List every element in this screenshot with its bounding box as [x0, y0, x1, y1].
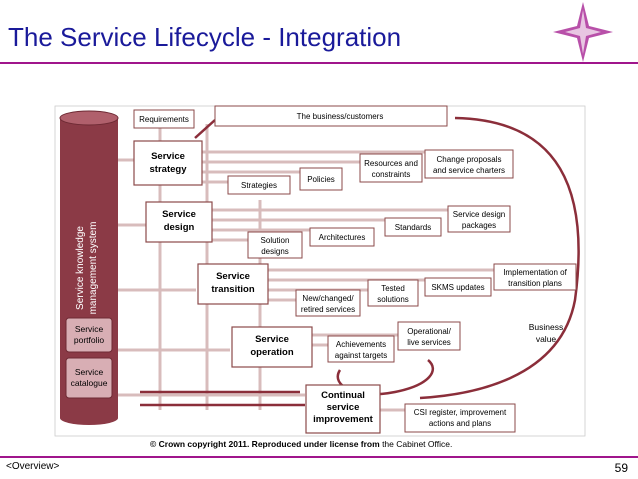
service-strategy-box [133, 140, 203, 186]
strategies-label: Strategies [241, 181, 277, 190]
title-divider [0, 62, 638, 64]
page-title: The Service Lifecycle - Integration [8, 22, 402, 52]
standards-label: Standards [395, 223, 431, 232]
overview-link[interactable]: <Overview> [6, 461, 60, 472]
service-transition-box [197, 263, 269, 305]
skms-updates-label: SKMS updates [431, 283, 484, 292]
footer-divider [0, 456, 638, 458]
feedback-arrows [140, 116, 580, 407]
service-operation-box [231, 326, 313, 368]
page-number: 59 [614, 461, 628, 475]
copyright-notice: © Crown copyright 2011. Reproduced under… [150, 439, 452, 449]
star-logo-icon [553, 2, 613, 62]
copyright-bold-text: © Crown copyright 2011. Reproduced under… [150, 439, 380, 449]
architectures-label: Architectures [319, 233, 366, 242]
output-boxes [133, 105, 577, 433]
requirements-label: Requirements [139, 115, 189, 124]
new-changed-retired-label: New/changed/retired services [301, 294, 355, 314]
copyright-normal-text: the Cabinet Office. [382, 439, 453, 449]
policies-label: Policies [307, 175, 335, 184]
operational-services-label: Operational/live services [407, 327, 451, 347]
stage-boxes [133, 140, 381, 434]
service-design-box [145, 201, 213, 243]
continual-improvement-box [305, 384, 381, 434]
business-customers-label: The business/customers [297, 112, 384, 121]
